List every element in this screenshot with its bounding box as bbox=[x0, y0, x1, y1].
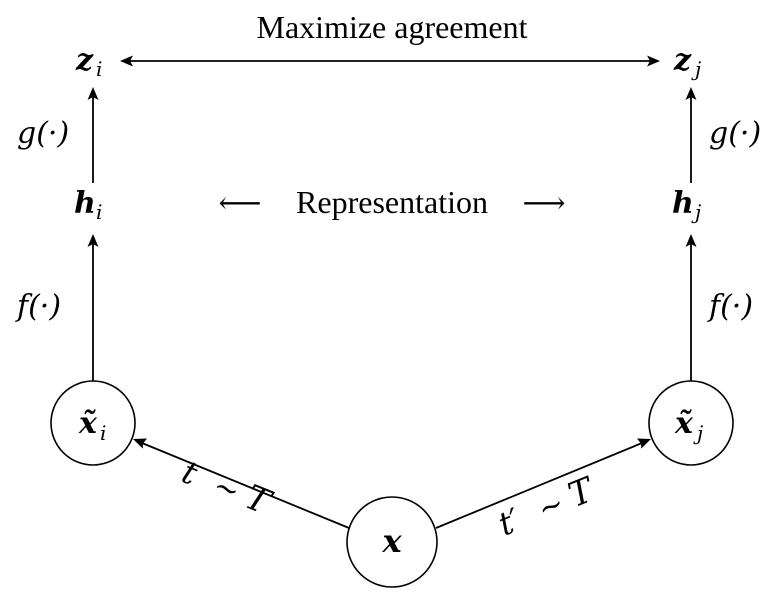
augment-arrow-right-line bbox=[435, 442, 643, 529]
z-j-subscript: j bbox=[691, 57, 701, 81]
sim-symbol-left: ∼ bbox=[208, 468, 244, 510]
cal-t-symbol-left: T bbox=[239, 477, 277, 523]
node-x: x bbox=[381, 522, 402, 560]
z-j-base: z bbox=[673, 43, 692, 78]
agreement-arrow-head-right bbox=[647, 55, 660, 67]
z-i-base: z bbox=[75, 43, 94, 78]
g-label-right: g(·) bbox=[709, 116, 761, 151]
cal-t-symbol-right: T bbox=[563, 469, 601, 515]
f-label-right: f(·) bbox=[707, 289, 753, 324]
x-tilde-i-subscript: i bbox=[100, 421, 106, 445]
x-tilde-i-base: x̃ bbox=[78, 406, 98, 441]
node-x-tilde-i: x̃ i bbox=[78, 406, 106, 445]
node-h-j: h j bbox=[672, 186, 701, 224]
f-label-left: f(·) bbox=[15, 289, 61, 324]
node-x-tilde-j-circle bbox=[648, 380, 734, 466]
node-z-i: z i bbox=[75, 43, 102, 81]
h-i-base: h bbox=[74, 186, 96, 221]
f-arrow-left-head bbox=[87, 234, 99, 247]
h-j-base: h bbox=[672, 186, 694, 221]
representation-right-arrow: ⟶ bbox=[522, 187, 565, 220]
g-label-left: g(·) bbox=[17, 116, 69, 151]
node-x-tilde-i-circle bbox=[50, 380, 136, 466]
z-i-subscript: i bbox=[96, 57, 102, 81]
t-prime-symbol-right: t′ bbox=[493, 500, 527, 543]
node-h-i: h i bbox=[74, 186, 102, 224]
augment-arrow-left-head bbox=[133, 438, 147, 449]
node-x-tilde-j: x̃ j bbox=[674, 406, 703, 445]
f-arrow-right-head bbox=[685, 234, 697, 247]
g-arrow-right-head bbox=[685, 87, 697, 100]
x-tilde-j-subscript: j bbox=[693, 421, 703, 445]
g-arrow-left-head bbox=[87, 87, 99, 100]
node-z-j: z j bbox=[673, 43, 701, 81]
representation-left-arrow: ⟵ bbox=[218, 187, 261, 220]
x-tilde-j-base: x̃ bbox=[674, 406, 694, 441]
node-x-circle bbox=[346, 496, 438, 588]
sim-symbol-right: ∼ bbox=[533, 486, 569, 528]
representation-label: Representation bbox=[296, 184, 488, 220]
augmentation-label-right: t′ ∼ T bbox=[493, 469, 601, 543]
maximize-agreement-label: Maximize agreement bbox=[257, 9, 528, 45]
h-j-subscript: j bbox=[691, 200, 701, 224]
agreement-arrow-head-left bbox=[120, 55, 133, 67]
h-i-subscript: i bbox=[96, 200, 102, 224]
augmentation-label-left: t ∼ T bbox=[177, 453, 278, 524]
augment-arrow-right-head bbox=[637, 438, 651, 449]
augment-arrow-left-line bbox=[141, 442, 350, 529]
